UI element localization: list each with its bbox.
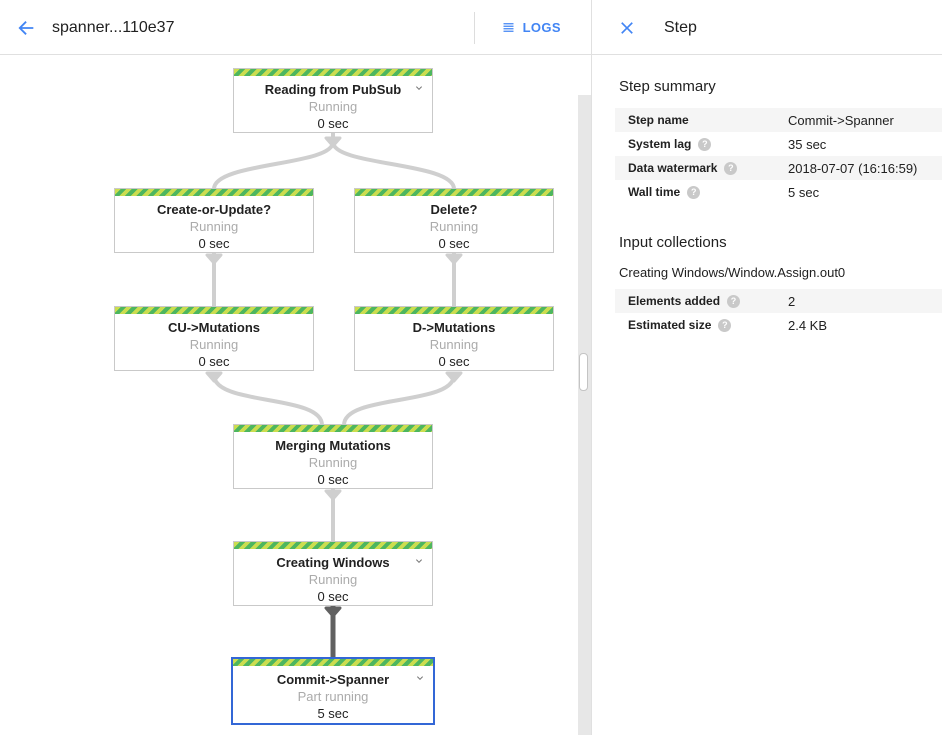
node-title: Create-or-Update?: [156, 202, 272, 217]
panel-title: Step: [664, 18, 697, 36]
running-indicator: [355, 307, 553, 314]
node-time: 0 sec: [317, 472, 349, 487]
graph-node-cu-mutations[interactable]: CU->Mutations Running 0 sec: [114, 306, 314, 371]
splitter-handle[interactable]: [579, 353, 588, 391]
panel-border: [591, 0, 592, 735]
running-indicator: [233, 659, 433, 666]
row-label: Elements added: [628, 294, 721, 308]
node-time: 5 sec: [317, 706, 349, 721]
node-title: CU->Mutations: [167, 320, 261, 335]
step-summary-table: Step name Commit->Spanner System lag ? 3…: [615, 108, 942, 204]
node-title: Creating Windows: [276, 555, 390, 570]
help-icon[interactable]: ?: [727, 294, 741, 308]
input-collections-heading: Input collections: [619, 234, 727, 251]
node-time: 0 sec: [438, 354, 470, 369]
panel-splitter: [578, 95, 591, 735]
chevron-down-icon[interactable]: [413, 82, 425, 94]
node-title: D->Mutations: [412, 320, 496, 335]
graph-node-creating-windows[interactable]: Creating Windows Running 0 sec: [233, 541, 433, 606]
table-row: Elements added ? 2: [615, 289, 942, 313]
table-row: Data watermark ? 2018-07-07 (16:16:59): [615, 156, 942, 180]
graph-node-create-or-update[interactable]: Create-or-Update? Running 0 sec: [114, 188, 314, 253]
node-status: Part running: [297, 689, 369, 704]
running-indicator: [234, 542, 432, 549]
node-status: Running: [189, 337, 239, 352]
node-status: Running: [308, 572, 358, 587]
table-row: Wall time ? 5 sec: [615, 180, 942, 204]
graph-node-d-mutations[interactable]: D->Mutations Running 0 sec: [354, 306, 554, 371]
arrow-back-icon: [18, 20, 34, 35]
table-row: Estimated size ? 2.4 KB: [615, 313, 942, 337]
running-indicator: [234, 425, 432, 432]
node-time: 0 sec: [198, 354, 230, 369]
graph-node-commit-spanner[interactable]: Commit->Spanner Part running 5 sec: [231, 657, 435, 725]
help-icon[interactable]: ?: [687, 185, 701, 199]
chevron-down-icon[interactable]: [413, 555, 425, 567]
edge: [342, 374, 456, 426]
running-indicator: [115, 307, 313, 314]
edge: [212, 141, 335, 190]
step-summary-heading: Step summary: [619, 78, 716, 95]
running-indicator: [234, 69, 432, 76]
node-title: Commit->Spanner: [276, 672, 390, 687]
row-value: Commit->Spanner: [788, 112, 894, 128]
node-time: 0 sec: [438, 236, 470, 251]
graph-node-merging-mutations[interactable]: Merging Mutations Running 0 sec: [233, 424, 433, 489]
help-icon[interactable]: ?: [724, 161, 738, 175]
row-value: 5 sec: [788, 184, 820, 200]
step-panel: Step summary Step name Commit->Spanner S…: [592, 56, 942, 735]
step-panel-header: Step: [592, 0, 942, 55]
graph-node-reading-from-pubsub[interactable]: Reading from PubSub Running 0 sec: [233, 68, 433, 133]
node-status: Running: [189, 219, 239, 234]
node-time: 0 sec: [317, 116, 349, 131]
row-value: 2.4 KB: [788, 317, 828, 333]
row-value: 2: [788, 293, 796, 309]
node-status: Running: [429, 337, 479, 352]
node-status: Running: [308, 455, 358, 470]
logs-button[interactable]: LOGS: [501, 20, 561, 35]
row-label: Data watermark: [628, 161, 718, 175]
edge: [331, 141, 456, 190]
node-title: Merging Mutations: [275, 438, 391, 453]
input-collections-table: Elements added ? 2 Estimated size ? 2.4 …: [615, 289, 942, 337]
top-bar: spanner...110e37 LOGS Step: [0, 0, 942, 55]
row-label: Estimated size: [628, 318, 712, 332]
back-button[interactable]: [14, 16, 38, 40]
node-status: Running: [308, 99, 358, 114]
row-label: System lag: [628, 137, 692, 151]
close-panel-button[interactable]: [616, 17, 638, 39]
graph-node-delete[interactable]: Delete? Running 0 sec: [354, 188, 554, 253]
row-value: 2018-07-07 (16:16:59): [788, 160, 918, 176]
row-label: Step name: [628, 113, 689, 127]
help-icon[interactable]: ?: [698, 137, 712, 151]
header-divider: [473, 11, 475, 44]
job-header: spanner...110e37 LOGS: [0, 0, 591, 55]
table-row: Step name Commit->Spanner: [615, 108, 942, 132]
node-title: Delete?: [430, 202, 478, 217]
job-title: spanner...110e37: [52, 18, 175, 36]
row-value: 35 sec: [788, 136, 827, 152]
node-title: Reading from PubSub: [264, 82, 402, 97]
pipeline-graph[interactable]: Reading from PubSub Running 0 sec Create…: [0, 56, 578, 735]
node-status: Running: [429, 219, 479, 234]
logs-list-icon: [503, 23, 514, 32]
close-icon: [621, 21, 633, 34]
table-row: System lag ? 35 sec: [615, 132, 942, 156]
running-indicator: [115, 189, 313, 196]
pipeline-edges: [205, 133, 463, 658]
collection-name: Creating Windows/Window.Assign.out0: [619, 265, 846, 280]
help-icon[interactable]: ?: [718, 318, 732, 332]
row-label: Wall time: [628, 185, 681, 199]
chevron-down-icon[interactable]: [414, 672, 426, 684]
edge: [212, 374, 324, 426]
running-indicator: [355, 189, 553, 196]
node-time: 0 sec: [198, 236, 230, 251]
logs-label: LOGS: [522, 20, 561, 35]
node-time: 0 sec: [317, 589, 349, 604]
